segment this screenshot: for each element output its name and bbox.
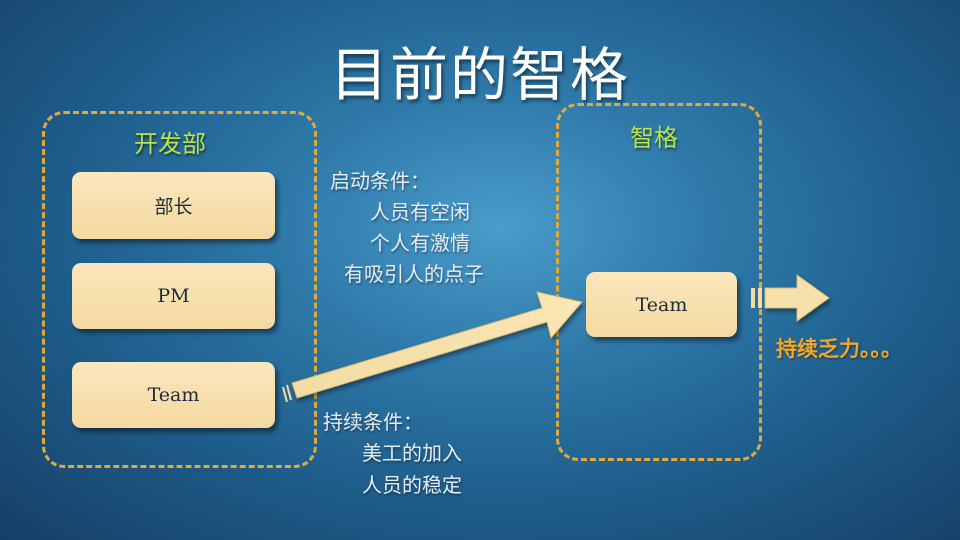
sustain-condition-item: 美工的加入 — [362, 441, 462, 465]
sustain-condition-item: 人员的稳定 — [362, 473, 462, 497]
card-team-zhige: Team — [586, 272, 737, 337]
card-pm: PM — [72, 263, 275, 329]
sustain-conditions-heading: 持续条件： — [323, 410, 423, 434]
dev-department-label: 开发部 — [134, 130, 206, 158]
zhige-group — [556, 103, 762, 461]
start-condition-item: 有吸引人的点子 — [344, 262, 484, 286]
outcome-arrow — [751, 274, 830, 322]
start-conditions-heading: 启动条件： — [330, 169, 430, 193]
card-department-head: 部长 — [72, 172, 275, 239]
slide-title: 目前的智格 — [329, 41, 630, 109]
card-team-dev: Team — [72, 362, 275, 428]
start-condition-item: 个人有激情 — [370, 231, 470, 255]
transition-arrow — [282, 291, 583, 403]
outcome-text: 持续乏力。。。 — [776, 337, 902, 361]
start-condition-item: 人员有空闲 — [370, 200, 470, 224]
zhige-label: 智格 — [630, 124, 678, 152]
dev-department-group — [42, 111, 317, 468]
